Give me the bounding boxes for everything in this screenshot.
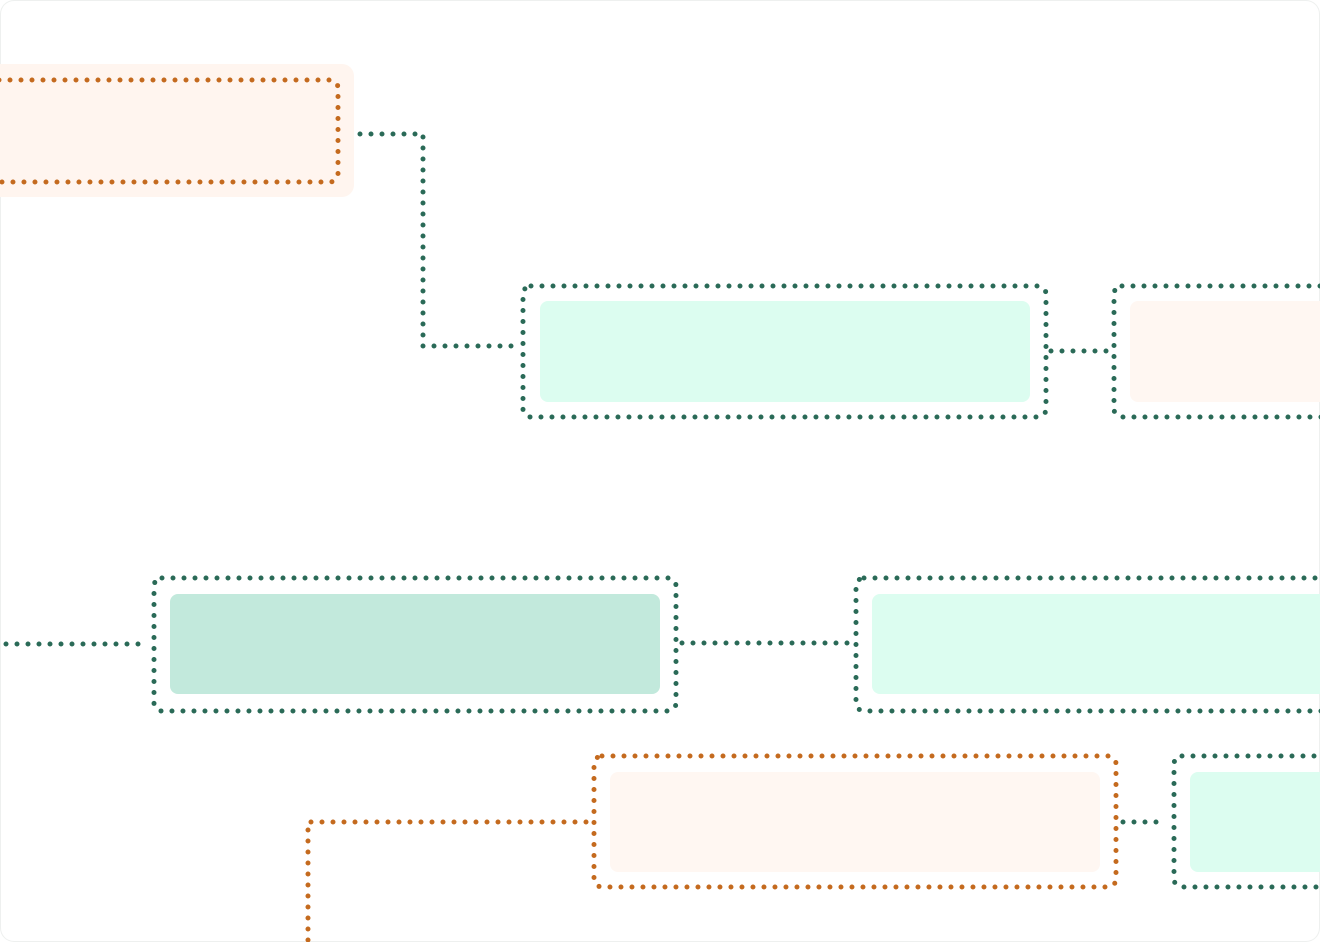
node-outline [520, 283, 1049, 420]
node-outline [151, 575, 679, 714]
node-outline [853, 575, 1320, 714]
diagram-node[interactable] [853, 575, 1320, 714]
diagram-node[interactable] [520, 283, 1049, 420]
node-outline [1111, 283, 1320, 420]
diagram-node[interactable] [0, 64, 354, 197]
node-body [1190, 772, 1320, 872]
node-body [1130, 301, 1320, 402]
diagram-node[interactable] [151, 575, 679, 714]
node-body [610, 772, 1100, 872]
diagram-node[interactable] [1171, 753, 1320, 890]
diagram-node[interactable] [591, 753, 1119, 890]
connector-incoming-f [305, 819, 591, 942]
node-body [872, 594, 1320, 694]
node-body [170, 594, 660, 694]
node-outline [1171, 753, 1320, 890]
diagram-node[interactable] [1111, 283, 1320, 420]
node-halo [0, 64, 354, 197]
node-body [540, 301, 1030, 402]
connectors [3, 131, 1170, 942]
node-outline [591, 753, 1119, 890]
node-outline [0, 77, 341, 185]
connector-a-b [357, 131, 520, 349]
